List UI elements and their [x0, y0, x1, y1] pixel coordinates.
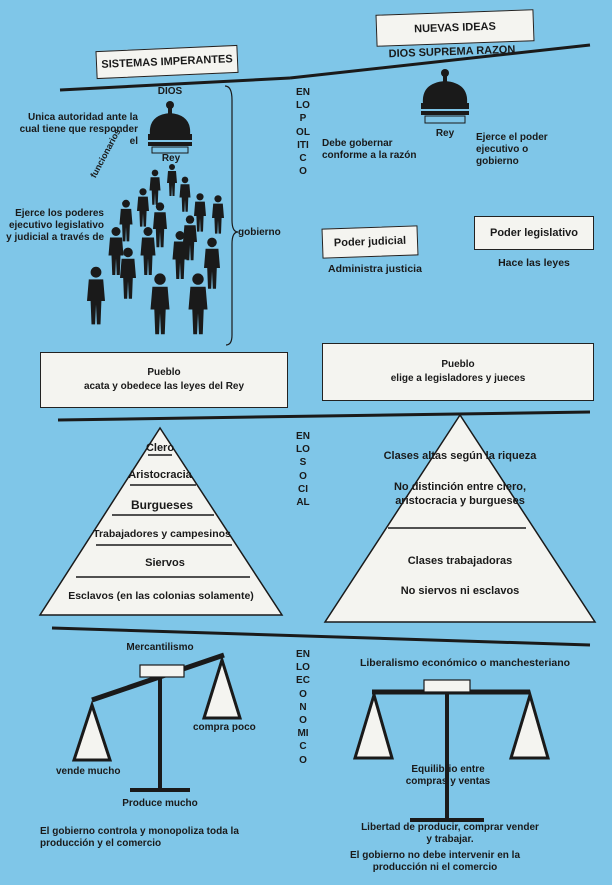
- dios-label-left: DIOS: [157, 86, 183, 97]
- pueblo-right-title: Pueblo: [441, 359, 475, 370]
- person-figure: [149, 169, 161, 205]
- social-pyramid-left: [38, 426, 284, 616]
- label-en-lo-economico: EN LO ECONOMICO: [296, 649, 310, 766]
- liberalismo-label: Liberalismo económico o manchesteriano: [359, 657, 571, 669]
- bottom-divider: [51, 626, 591, 647]
- header-right-label: NUEVAS IDEAS: [413, 20, 497, 36]
- people-figures: [87, 164, 224, 335]
- poder-judicial-label: Poder judicial: [333, 234, 407, 250]
- scale-left: [71, 652, 243, 792]
- autoridad-text: Unica autoridad ante la cual tiene que r…: [19, 112, 138, 147]
- person-figure: [150, 273, 170, 335]
- layer-esclavos: Esclavos (en las colonias solamente): [68, 590, 254, 602]
- person-figure: [188, 273, 208, 335]
- pueblo-left-text: acata y obedece las leyes del Rey: [83, 381, 245, 392]
- person-figure: [153, 202, 167, 248]
- header-left-label: SISTEMAS IMPERANTES: [101, 53, 233, 71]
- gobierno-controla-text: El gobierno controla y monopoliza toda l…: [40, 826, 239, 849]
- middle-divider: [57, 410, 591, 422]
- person-figure: [194, 193, 206, 232]
- person-figure: [212, 195, 224, 234]
- scale-right: [352, 679, 550, 822]
- no-distincion-text: No distinción entre clero, aristocracia …: [393, 481, 527, 507]
- compra-poco-label: compra poco: [193, 722, 256, 733]
- vende-mucho-label: vende mucho: [56, 766, 121, 777]
- crown-icon-left: [148, 101, 192, 154]
- person-figure: [167, 164, 177, 196]
- pueblo-box-right: Pueblo elige a legisladores y jueces: [322, 343, 594, 401]
- clases-trabajadoras-text: Clases trabajadoras: [407, 555, 513, 567]
- poder-legislativo-label: Poder legislativo: [489, 227, 579, 239]
- mercantilismo-label: Mercantilismo: [126, 642, 194, 653]
- person-figure: [179, 176, 191, 212]
- pueblo-left-title: Pueblo: [147, 367, 181, 378]
- header-nuevas-ideas: NUEVAS IDEAS: [375, 9, 535, 47]
- layer-burgueses: Burgueses: [130, 498, 194, 512]
- pueblo-box-left: Pueblo acata y obedece las leyes del Rey: [40, 352, 288, 408]
- person-figure: [137, 188, 149, 227]
- crown-icon-right: [421, 69, 469, 124]
- layer-siervos: Siervos: [145, 557, 185, 569]
- produce-mucho-label: Produce mucho: [122, 798, 198, 809]
- person-figure: [172, 231, 188, 279]
- pueblo-right-text: elige a legisladores y jueces: [390, 373, 526, 384]
- layer-aristocracia: Aristocracia: [128, 469, 192, 481]
- debe-gobernar-text: Debe gobernar conforme a la razón: [322, 138, 417, 161]
- person-figure: [204, 237, 220, 289]
- no-siervos-text: No siervos ni esclavos: [400, 585, 520, 597]
- person-figure: [108, 227, 124, 275]
- ejerce-poder-text: Ejerce el poder ejecutivo o gobierno: [476, 132, 548, 167]
- gobierno-label: gobierno: [238, 227, 281, 238]
- poder-judicial-box: Poder judicial: [321, 225, 419, 259]
- gobierno-bracket: [224, 85, 239, 346]
- poder-legislativo-box: Poder legislativo: [474, 216, 594, 250]
- top-divider-left: [59, 76, 291, 92]
- rey-label-left: Rey: [161, 153, 181, 164]
- person-figure: [140, 227, 156, 275]
- equilibrio-text: Equilibrio entre compras y ventas: [405, 764, 491, 787]
- label-en-lo-social: EN LO SOCIAL: [296, 431, 310, 509]
- rey-label-right: Rey: [435, 128, 455, 139]
- label-en-lo-politico: EN LO POLITICO: [296, 87, 310, 178]
- gobierno-no-intervenir-text: El gobierno no debe intervenir en la pro…: [349, 850, 521, 873]
- person-figure: [119, 199, 133, 242]
- social-pyramid-right: [323, 413, 597, 623]
- person-figure: [120, 247, 136, 299]
- poderes-text: Ejerce los poderes ejecutivo legislativo…: [6, 208, 104, 243]
- layer-trabajadores: Trabajadores y campesinos: [93, 528, 231, 540]
- layer-clero: Clero: [145, 442, 175, 454]
- libertad-producir-text: Libertad de producir, comprar vender y t…: [361, 822, 539, 845]
- person-figure: [87, 266, 105, 325]
- hace-leyes-text: Hace las leyes: [498, 257, 570, 269]
- administra-justicia-text: Administra justicia: [328, 263, 422, 275]
- clases-altas-text: Clases altas según la riqueza: [383, 450, 537, 462]
- top-divider-right: [289, 43, 591, 80]
